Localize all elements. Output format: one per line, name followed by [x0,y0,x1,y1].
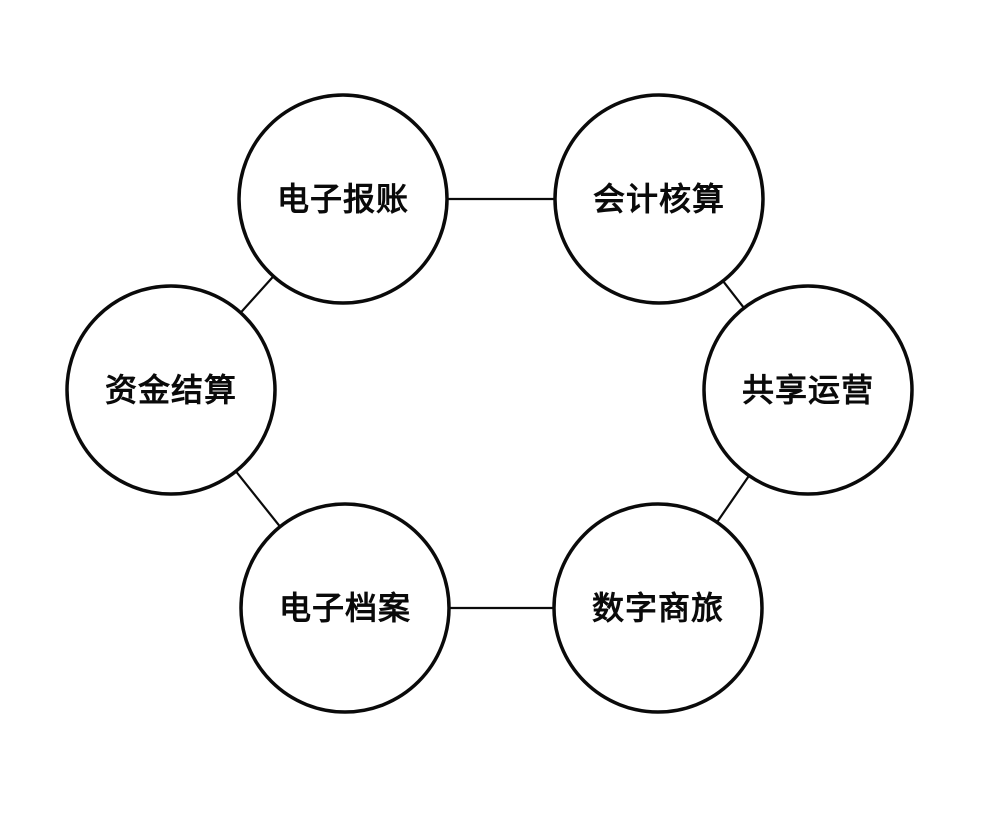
node-label-e-reimbursement: 电子报账 [277,181,409,217]
node-label-shared-operations: 共享运营 [742,372,874,408]
node-circle-digital-travel [552,502,764,714]
node-label-accounting: 会计核算 [593,181,725,217]
node-circle-e-archives [239,502,451,714]
node-label-e-archives: 电子档案 [279,590,411,626]
node-label-fund-settlement: 资金结算 [105,372,237,408]
node-circle-e-reimbursement [237,93,449,305]
node-label-digital-travel: 数字商旅 [592,590,724,626]
node-circle-fund-settlement [65,284,277,496]
node-circle-accounting [553,93,765,305]
node-circle-shared-operations [702,284,914,496]
